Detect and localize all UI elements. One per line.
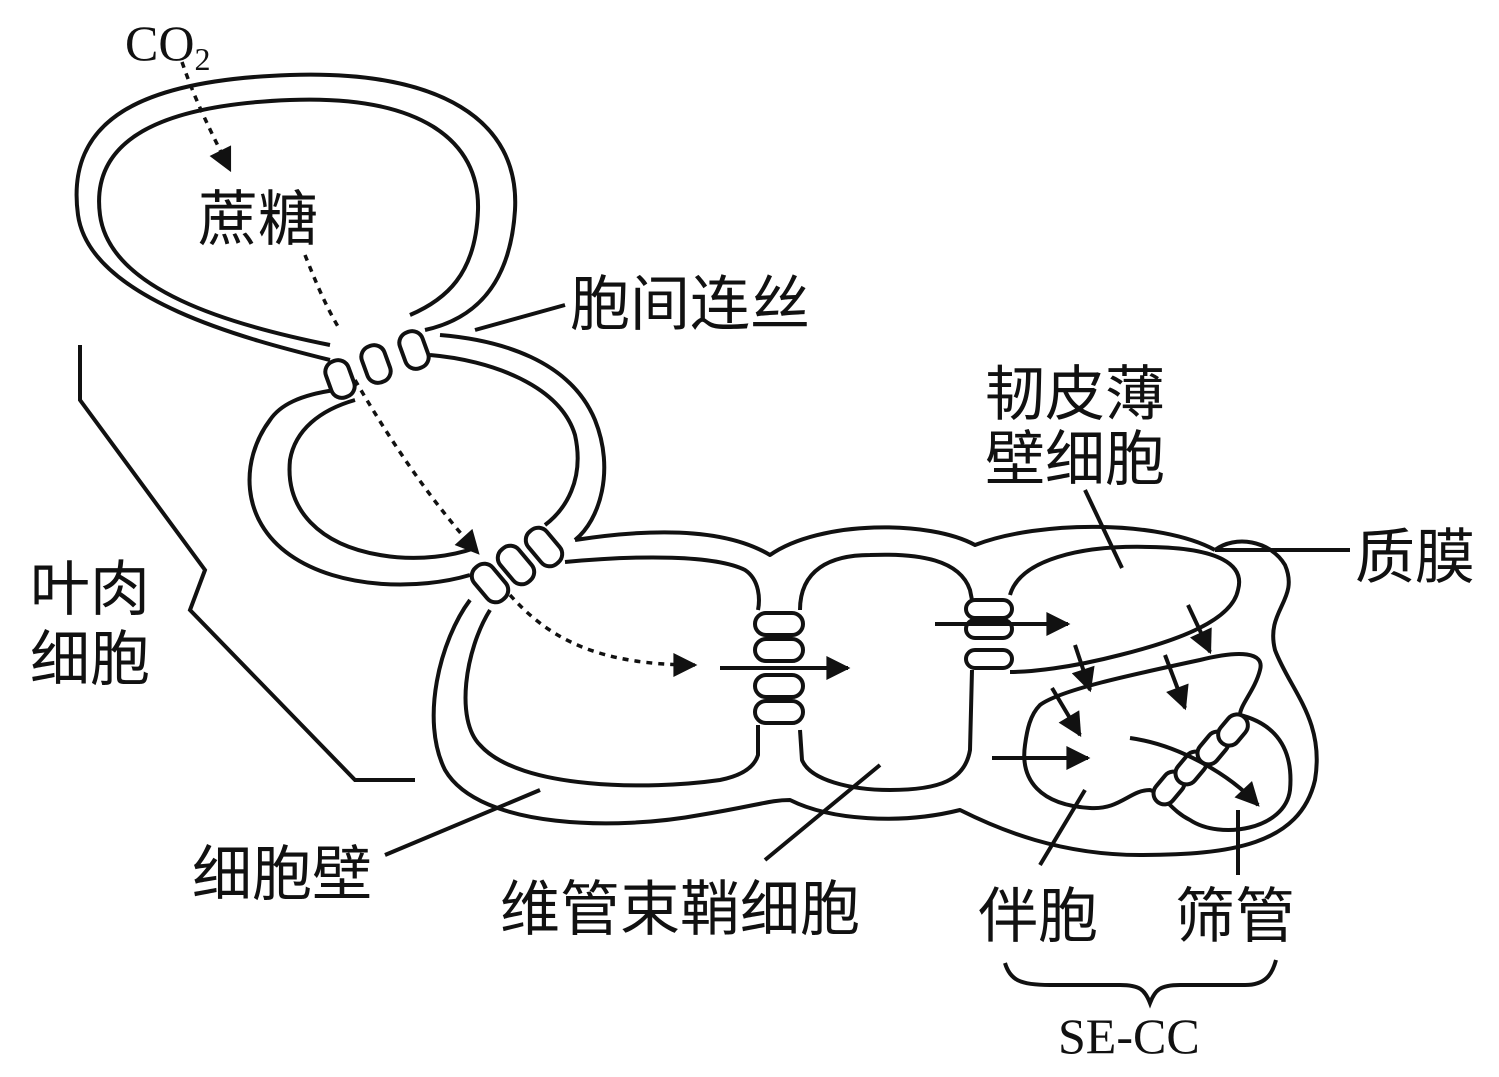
plasmodesmata-middle	[469, 525, 565, 605]
plasmodesma	[397, 329, 431, 371]
plasmodesma	[1216, 712, 1250, 748]
bundle-sheath-leader	[763, 763, 882, 862]
plasmodesma	[753, 699, 805, 725]
plasmodesma	[753, 611, 805, 637]
co2-to-sucrose-arrow	[180, 61, 232, 173]
se-cc-membrane	[1022, 652, 1293, 832]
plasmodesma	[964, 648, 1014, 670]
bundle-sheath-membrane	[798, 552, 974, 611]
arrow-parenchyma-to-cc-2	[1186, 604, 1212, 655]
plasmodesmata-leader	[474, 303, 566, 332]
plasmodesmata-se-cc	[1151, 712, 1250, 807]
companion-cell-leader	[1038, 788, 1087, 867]
mesophyll-bracket	[78, 345, 415, 782]
arrow-into-companion-cell-1	[1050, 686, 1082, 738]
plasmodesma	[469, 561, 511, 605]
lower-tissue-walls	[431, 524, 1319, 857]
mesophyll-to-bundle-sheath-arrow	[508, 593, 698, 677]
leader-lines	[78, 303, 1350, 1009]
se-cc-label: SE-CC	[1058, 1008, 1200, 1064]
plasmodesma	[753, 637, 805, 663]
lower-mesophyll-inner-membrane-top	[564, 555, 761, 611]
mesophyll-to-mesophyll-arrow	[353, 379, 480, 555]
sucrose-label: 蔗糖	[198, 185, 318, 255]
upper-outer-wall	[574, 524, 1216, 557]
transport-arrows	[720, 604, 1260, 807]
mesophyll-top-inner-membrane	[97, 97, 481, 347]
arrow-parenchyma-to-cc-1	[1071, 644, 1095, 693]
plasmodesma	[753, 673, 805, 699]
plasmodesma	[323, 358, 357, 400]
mesophyll-middle-inner-membrane	[287, 398, 476, 560]
companion-cell-label: 伴胞	[978, 882, 1098, 952]
plasmodesmata-top	[323, 329, 431, 400]
phloem-parenchyma-leader	[1083, 489, 1124, 569]
mesophyll-cell-top	[74, 72, 518, 362]
bundle-sheath-membrane-bottom	[798, 669, 974, 792]
bundle-sheath-label: 维管束鞘细胞	[500, 875, 860, 945]
phloem-parenchyma-label-line2: 壁细胞	[985, 425, 1165, 495]
phloem-parenchyma-label-line1: 韧皮薄	[985, 360, 1165, 430]
plasmodesma	[359, 343, 393, 385]
plasmodesma	[495, 543, 537, 587]
lower-outer-wall	[431, 539, 1319, 857]
arrow-cc-to-sieve-tube	[1129, 736, 1260, 807]
mesophyll-label-line2: 细胞	[30, 625, 150, 695]
mesophyll-middle-inner-membrane-right	[429, 353, 580, 527]
sucrose-path	[180, 61, 698, 677]
co2-label: CO2	[125, 15, 210, 77]
phloem-parenchyma-membrane	[1008, 544, 1242, 674]
cell-wall-leader	[384, 788, 541, 857]
lower-mesophyll-inner-membrane	[463, 608, 760, 788]
plasmodesmata-bundle-sheath	[753, 611, 805, 725]
arrow-into-companion-cell-2	[1163, 654, 1189, 711]
sucrose-to-plasmodesmata-arrow	[303, 254, 342, 331]
plasmodesmata-label: 胞间连丝	[570, 270, 810, 340]
se-cc-brace	[1003, 959, 1278, 1009]
mesophyll-label-line1: 叶肉	[30, 555, 150, 625]
plasmodesmata-phloem-parenchyma	[964, 598, 1014, 670]
sieve-tube-label: 筛管	[1175, 882, 1295, 952]
mesophyll-middle-outer-wall	[247, 388, 471, 587]
mesophyll-middle-outer-wall-right	[439, 333, 607, 542]
plasmodesma	[523, 525, 565, 569]
mesophyll-cell-middle	[247, 333, 607, 587]
cell-wall-label: 细胞壁	[192, 840, 372, 910]
plasma-membrane-label: 质膜	[1355, 523, 1475, 593]
mesophyll-top-outer-wall	[74, 72, 518, 362]
plasmodesma	[964, 598, 1014, 620]
